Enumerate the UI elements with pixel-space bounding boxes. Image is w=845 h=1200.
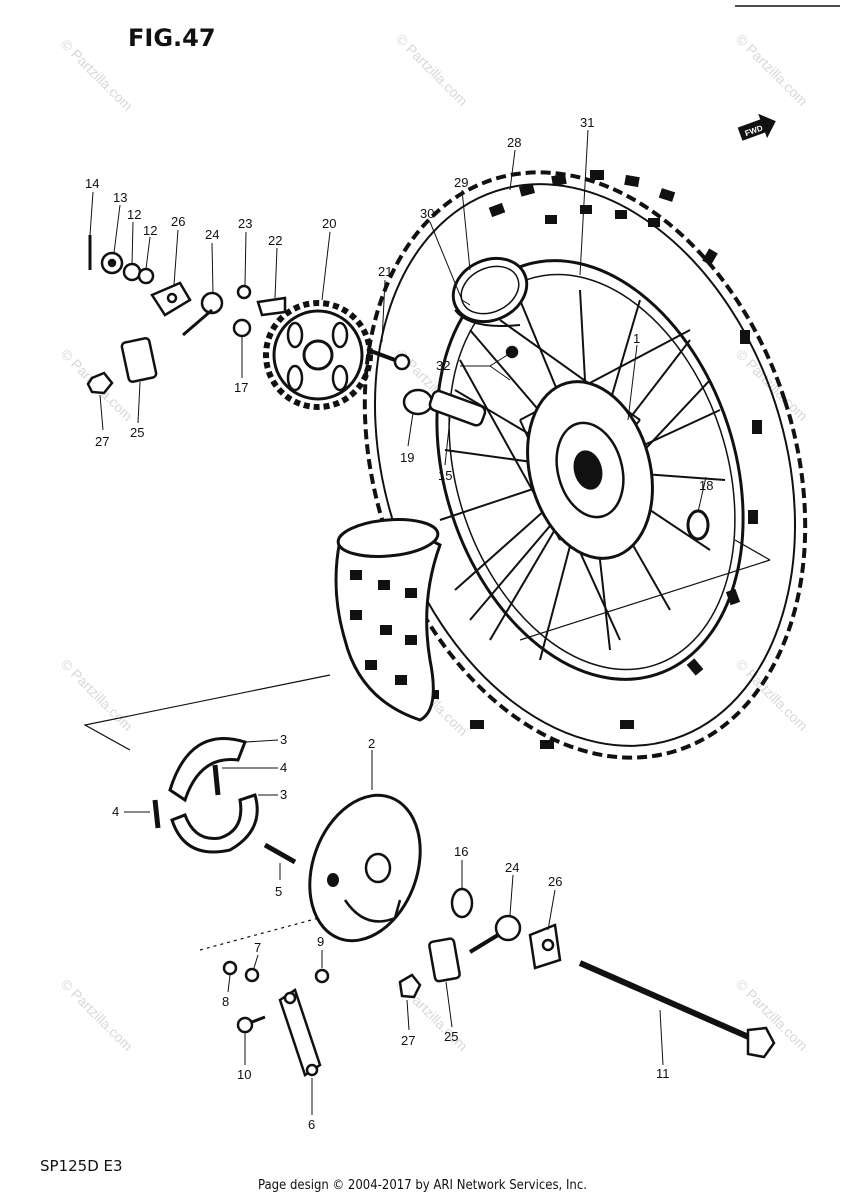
callout-17: 17 (234, 380, 248, 395)
callout-7: 7 (254, 940, 261, 955)
callout-3: 3 (280, 732, 287, 747)
model-code: SP125D E3 (40, 1157, 123, 1175)
callout-13: 13 (113, 190, 127, 205)
fwd-arrow-icon: FWD (737, 113, 776, 141)
callout-4: 4 (280, 760, 287, 775)
callout-24b: 24 (505, 860, 519, 875)
callout-22: 22 (268, 233, 282, 248)
watermark: © Partzilla.com (733, 31, 811, 109)
axle-small-parts (86, 235, 519, 427)
callout-20: 20 (322, 216, 336, 231)
callout-27: 27 (95, 434, 109, 449)
callout-5: 5 (275, 884, 282, 899)
callout-23: 23 (238, 216, 252, 231)
watermark: © Partzilla.com (58, 36, 136, 114)
copyright-notice: Page design © 2004-2017 by ARI Network S… (258, 1178, 587, 1193)
callout-15: 15 (438, 468, 452, 483)
inner-tube (451, 256, 529, 327)
callout-11: 11 (656, 1066, 670, 1081)
watermark: © Partzilla.com (393, 31, 471, 109)
callout-3b: 3 (280, 787, 287, 802)
lower-small-parts (222, 887, 776, 1077)
rear-sprocket (263, 300, 373, 410)
tire-cross-section (334, 518, 442, 722)
callout-21: 21 (378, 264, 392, 279)
callout-28: 28 (507, 135, 521, 150)
callout-26b: 26 (548, 874, 562, 889)
callout-4b: 4 (112, 804, 119, 819)
callout-26: 26 (171, 214, 185, 229)
figure-title: FIG.47 (128, 24, 216, 52)
callout-18: 18 (699, 478, 713, 493)
callout-12b: 12 (143, 223, 157, 238)
wheel-hub (526, 380, 710, 560)
callout-2: 2 (368, 736, 375, 751)
watermark: © Partzilla.com (733, 346, 811, 424)
callout-19: 19 (400, 450, 414, 465)
callout-1: 1 (633, 331, 640, 346)
callout-9: 9 (317, 934, 324, 949)
callout-12: 12 (127, 207, 141, 222)
callout-6: 6 (308, 1117, 315, 1132)
callout-25b: 25 (444, 1029, 458, 1044)
callout-27b: 27 (401, 1033, 415, 1048)
callout-30: 30 (420, 206, 434, 221)
callout-24: 24 (205, 227, 219, 242)
callout-32: 32 (436, 358, 450, 373)
callout-10: 10 (237, 1067, 251, 1082)
leader-lines (89, 129, 707, 1115)
rear-tire (362, 170, 808, 760)
brake-shoes (152, 737, 259, 854)
callout-16: 16 (454, 844, 468, 859)
callout-14: 14 (85, 176, 99, 191)
callout-8: 8 (222, 994, 229, 1009)
callout-29: 29 (454, 175, 468, 190)
callout-31: 31 (580, 115, 594, 130)
watermark: © Partzilla.com (58, 976, 136, 1054)
brake-panel (263, 793, 422, 943)
callout-numbers: 14 13 12 12 26 24 23 22 20 21 27 25 17 3… (85, 115, 713, 1132)
callout-25: 25 (130, 425, 144, 440)
